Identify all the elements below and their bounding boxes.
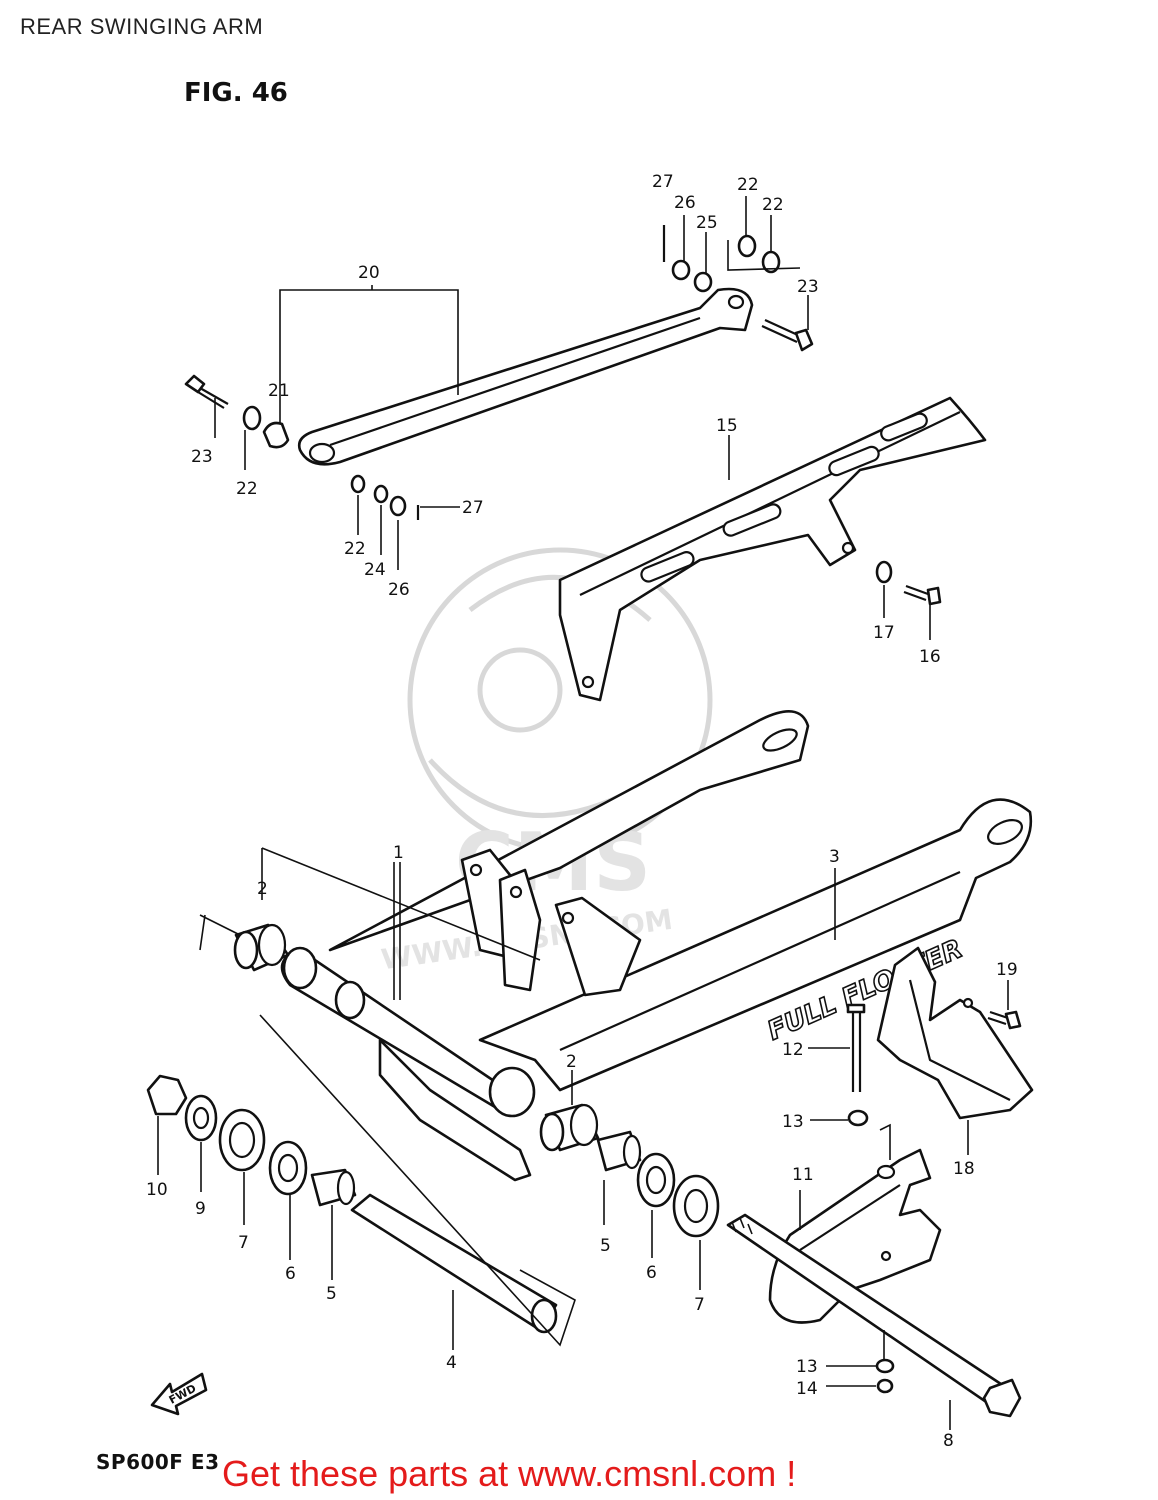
callout-22: 22	[737, 175, 759, 195]
right-hardware-stack	[596, 1130, 720, 1238]
hardware-13-14	[847, 1109, 895, 1394]
part-4-pivot-shaft	[199, 914, 576, 1347]
callout-15: 15	[716, 416, 738, 436]
callout-2: 2	[566, 1052, 577, 1072]
left-hardware-stack	[146, 1074, 357, 1207]
part-18-chain-guard	[876, 946, 1034, 1120]
callout-23: 23	[797, 277, 819, 297]
leader-lines	[157, 196, 1009, 1430]
part-23-bolt-left	[184, 374, 229, 409]
part-20-torque-arm	[297, 287, 754, 466]
callout-26: 26	[674, 193, 696, 213]
hardware-torque-arm	[242, 225, 781, 520]
callout-11: 11	[792, 1165, 814, 1185]
callout-22: 22	[762, 195, 784, 215]
callout-8: 8	[943, 1431, 954, 1451]
callout-27: 27	[462, 498, 484, 518]
callout-6: 6	[285, 1264, 296, 1284]
callout-14: 14	[796, 1379, 818, 1399]
callout-5: 5	[326, 1284, 337, 1304]
callout-4: 4	[446, 1353, 457, 1373]
callout-21: 21	[268, 381, 290, 401]
figure-label: FIG. 46	[184, 78, 288, 108]
callout-26: 26	[388, 580, 410, 600]
callout-6: 6	[646, 1263, 657, 1283]
callout-1: 1	[393, 843, 404, 863]
callouts: 27 26 25 22 22 23 20 21 23 22 22 24 26 2…	[146, 172, 1018, 1451]
page-title: REAR SWINGING ARM	[20, 14, 264, 39]
callout-23: 23	[191, 447, 213, 467]
callout-16: 16	[919, 647, 941, 667]
callout-19: 19	[996, 960, 1018, 980]
cta-link[interactable]: Get these parts at www.cmsnl.com !	[222, 1453, 797, 1494]
callout-13: 13	[796, 1357, 818, 1377]
callout-7: 7	[694, 1295, 705, 1315]
callout-22: 22	[236, 479, 258, 499]
callout-12: 12	[782, 1040, 804, 1060]
part-12-bolt	[846, 1003, 866, 1092]
callout-25: 25	[696, 213, 718, 233]
part-23-bolt-right	[761, 318, 814, 352]
callout-5: 5	[600, 1236, 611, 1256]
part-19-bolt	[987, 1010, 1022, 1030]
part-15-chain-cover	[558, 396, 987, 702]
callout-13: 13	[782, 1112, 804, 1132]
model-code: SP600F E3	[96, 1450, 220, 1474]
callout-20: 20	[358, 263, 380, 283]
fwd-arrow-icon: FWD	[150, 1372, 208, 1416]
callout-18: 18	[953, 1159, 975, 1179]
part-8-axle	[726, 1213, 1022, 1418]
callout-7: 7	[238, 1233, 249, 1253]
callout-24: 24	[364, 560, 386, 580]
part-2-bearing-left	[233, 923, 290, 972]
part-16-17-bolt-washer	[875, 560, 942, 606]
callout-3: 3	[829, 847, 840, 867]
callout-17: 17	[873, 623, 895, 643]
callout-10: 10	[146, 1180, 168, 1200]
part-2-bearing-right	[539, 1103, 600, 1152]
callout-9: 9	[195, 1199, 206, 1219]
callout-2: 2	[257, 879, 268, 899]
callout-22: 22	[344, 539, 366, 559]
callout-27: 27	[652, 172, 674, 192]
